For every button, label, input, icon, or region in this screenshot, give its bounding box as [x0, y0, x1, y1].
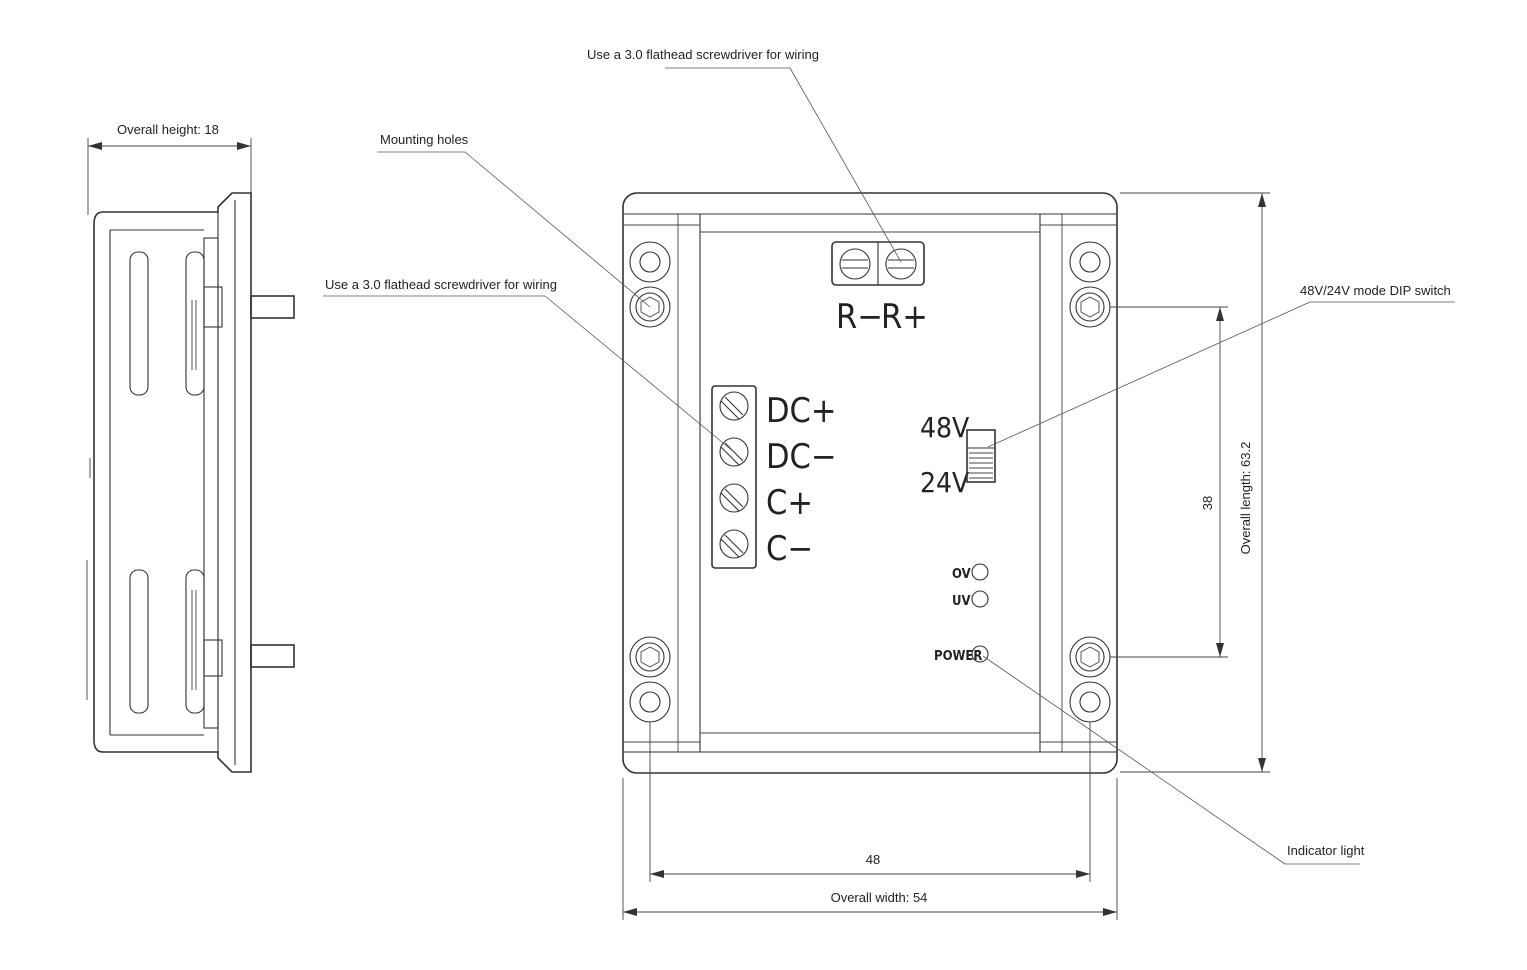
dimension-overall-length: Overall length: 63.2 — [1238, 442, 1253, 555]
dc-plus-label: DC+ — [766, 391, 837, 431]
ov-label: OV — [952, 567, 971, 582]
remote-terminal-block — [831, 241, 925, 286]
remote-minus-label: R− — [836, 297, 883, 337]
c-plus-label: C+ — [766, 483, 813, 523]
uv-led-icon — [971, 590, 989, 608]
mounting-hole-bottom-right — [1069, 636, 1111, 678]
annotation-indicator-light: Indicator light — [1287, 843, 1365, 858]
annotation-left-screwdriver: Use a 3.0 flathead screwdriver for wirin… — [325, 277, 557, 292]
annotation-top-screwdriver: Use a 3.0 flathead screwdriver for wirin… — [587, 47, 819, 62]
mounting-hole-top-right — [1069, 286, 1111, 328]
mounting-hole-bottom-left — [629, 636, 671, 678]
front-dimensions — [622, 192, 1270, 920]
mounting-hole-top-left — [629, 286, 671, 328]
annotation-dip-switch: 48V/24V mode DIP switch — [1300, 283, 1451, 298]
annotation-mounting-holes: Mounting holes — [380, 132, 469, 147]
switch-48v-label: 48V — [920, 411, 970, 444]
dimension-hole-spacing-horizontal: 48 — [866, 852, 880, 867]
mounting-hole-top-right-outer — [1069, 241, 1111, 283]
dc-minus-label: DC− — [766, 437, 837, 477]
mounting-hole-bottom-right-outer — [1069, 681, 1111, 723]
front-view: R− R+ DC+ DC− C+ C− 48V 24V OV — [622, 192, 1118, 774]
main-terminal-block — [711, 385, 757, 569]
ov-led-icon — [971, 563, 989, 581]
dimension-overall-width: Overall width: 54 — [831, 890, 928, 905]
uv-label: UV — [952, 594, 971, 609]
dimension-hole-spacing-vertical: 38 — [1200, 496, 1215, 510]
power-led-icon — [971, 645, 989, 663]
dimension-overall-height: Overall height: 18 — [117, 122, 219, 137]
c-minus-label: C− — [766, 529, 813, 569]
power-label: POWER — [934, 649, 982, 664]
mounting-hole-bottom-left-outer — [629, 681, 671, 723]
leader-lines — [323, 67, 1455, 865]
switch-24v-label: 24V — [920, 466, 970, 499]
side-view — [86, 138, 295, 773]
mounting-hole-top-left-outer — [629, 241, 671, 283]
remote-plus-label: R+ — [881, 297, 928, 337]
dip-switch-icon — [966, 429, 996, 483]
